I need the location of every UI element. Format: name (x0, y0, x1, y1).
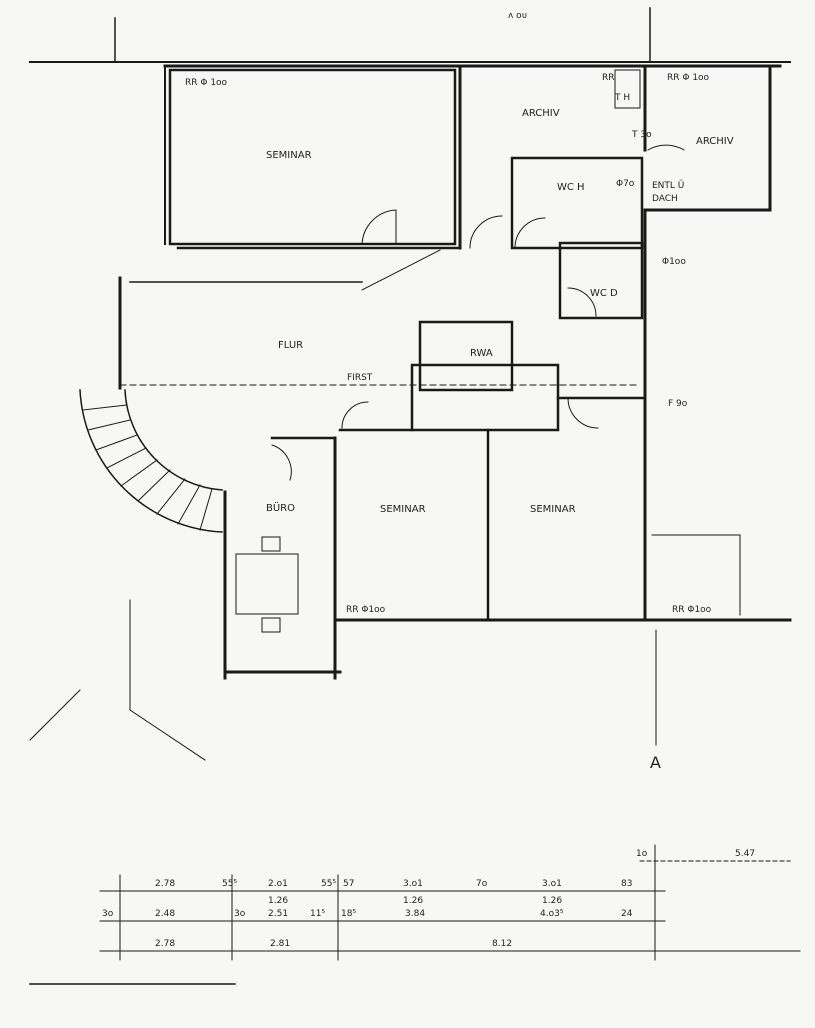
outline (29, 689, 81, 741)
annotation-entlue: ENTL Ü (652, 180, 684, 191)
stair-step (120, 459, 158, 487)
stair-step (82, 404, 127, 411)
annotation-rr: RR (602, 73, 615, 83)
dim-text: 1.26 (268, 896, 288, 906)
dim-text: 11⁵ (310, 909, 325, 919)
stair-step (87, 419, 131, 431)
dim-text: 3o (234, 909, 246, 919)
dim-text: 8.12 (492, 939, 512, 949)
annotation-th: T H (614, 93, 630, 103)
dim-text: 5.47 (735, 849, 755, 859)
room-label-seminar-top: SEMINAR (266, 150, 312, 161)
dim-text: 2.78 (155, 879, 175, 889)
annotation-first: FIRST (347, 373, 373, 383)
desk (235, 553, 299, 615)
stair-step (177, 484, 201, 525)
dim-text: 3o (102, 909, 114, 919)
dim-text: 24 (621, 909, 633, 919)
chair (261, 617, 281, 633)
room-label-buero: BÜRO (266, 501, 295, 514)
room-label-archiv-2: ARCHIV (696, 136, 734, 147)
dim-text: 2.51 (268, 909, 288, 919)
wall-wc-d (558, 241, 644, 320)
wall-rwa-lower (410, 363, 560, 432)
stair-step (106, 447, 147, 469)
dim-text: 2.48 (155, 909, 175, 919)
annotation-dach: DACH (652, 194, 678, 204)
dim-text: 3.o1 (542, 879, 562, 889)
dim-text: 7o (476, 879, 488, 889)
dim-text: 18⁵ (341, 909, 356, 919)
annotation-rr-top-left: RR Φ 1oo (185, 78, 228, 88)
door-buero (271, 444, 292, 481)
dim-text: 83 (621, 879, 632, 889)
annotation-rr-seminar-mid: RR Φ1oo (346, 605, 386, 615)
door-seminar-right (567, 397, 599, 429)
wall-rwa (418, 320, 514, 392)
dim-text: 55⁵ (321, 879, 336, 889)
chair (261, 536, 281, 552)
annotation-rr-top-right: RR Φ 1oo (667, 73, 710, 83)
door-wc-h (514, 217, 546, 249)
dim-text: 1.26 (542, 896, 562, 906)
door-diagonal (361, 249, 441, 291)
dim-text: 3.o1 (403, 879, 423, 889)
annotation-top-scribble: ᴧ ᴏᴜ (508, 11, 527, 21)
annotation-phi70: Φ7o (616, 179, 635, 189)
dim-text: 1o (636, 849, 648, 859)
stair-step (95, 434, 138, 451)
room-label-flur: FLUR (278, 340, 303, 351)
stair-inner (124, 389, 223, 491)
room-label-wc-h: WC H (557, 182, 585, 193)
dim-text: 1.26 (403, 896, 423, 906)
annotation-rr-seminar-right: RR Φ1oo (672, 605, 712, 615)
section-label-a: A (650, 753, 661, 772)
stair-step (137, 469, 171, 502)
annotation-f90: F 9o (668, 399, 688, 409)
room-label-archiv-1: ARCHIV (522, 108, 560, 119)
dim-text: 2.78 (155, 939, 175, 949)
door-wc-d (567, 287, 597, 317)
wall-seminar-top (168, 68, 457, 246)
annotation-phi100-wc: Φ1oo (662, 257, 686, 267)
room-label-wc-d: WC D (590, 288, 618, 299)
stair-step (156, 478, 186, 515)
stair-outer (79, 389, 223, 533)
stair-step (199, 488, 213, 531)
room-label-seminar-right: SEMINAR (530, 504, 576, 515)
dim-text: 57 (343, 879, 354, 889)
wall-wc-h (510, 156, 644, 250)
dim-text: 4.o3⁵ (540, 909, 564, 919)
door-archiv (647, 144, 685, 151)
dim-text: 3.84 (405, 909, 425, 919)
room-label-rwa: RWA (470, 348, 493, 359)
dim-text: 2.o1 (268, 879, 288, 889)
outline (129, 709, 206, 761)
room-label-seminar-mid: SEMINAR (380, 504, 426, 515)
door-seminar-mid (341, 401, 369, 429)
dim-text: 55⁵ (222, 879, 237, 889)
th-shaft (614, 69, 641, 109)
door-seminar-top (361, 209, 397, 245)
dim-text: 2.81 (270, 939, 290, 949)
annotation-t30: T 3o (631, 130, 652, 140)
door-flur-top (469, 215, 503, 249)
